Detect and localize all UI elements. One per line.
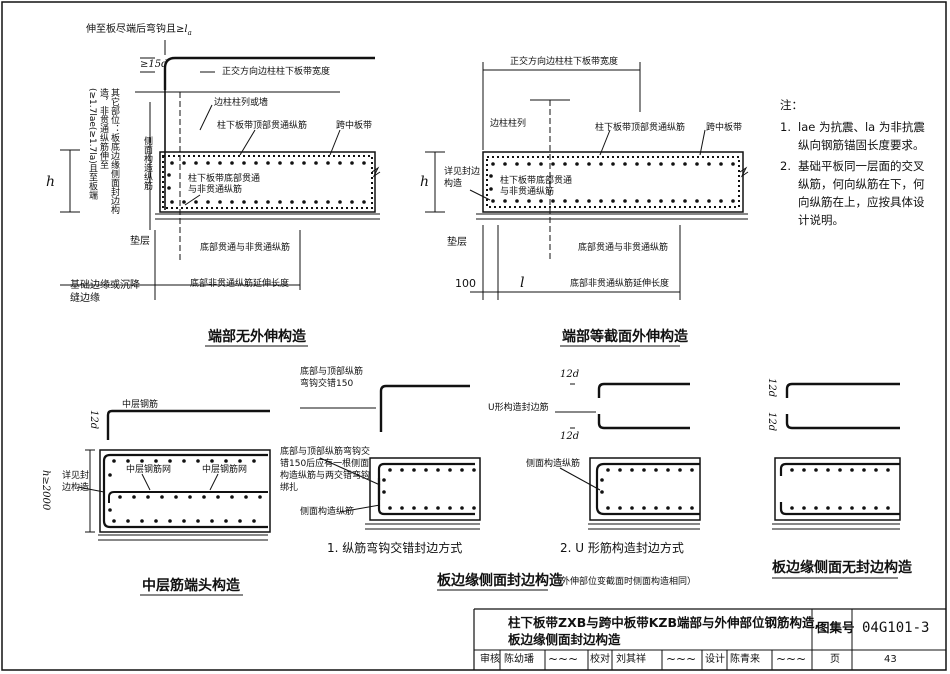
- label-hook-note: 底部与顶部纵筋弯钩交错150后应有一根侧面构造纵筋与两交错弯钩绑扎: [280, 447, 371, 493]
- label-foundation-edge: 基础边缘或沉降缝边缘: [70, 280, 140, 304]
- dim-15d: ≥15d: [140, 59, 168, 70]
- label-bottom-ext: 底部贯通与非贯通纵筋: [578, 243, 669, 253]
- check-label: 校对: [590, 654, 610, 665]
- diagram1-rebar: [60, 40, 381, 300]
- caption-diagram5: 2. U 形筋构造封边方式: [560, 541, 684, 555]
- vertical-note: 其它部位：板底边缘侧面封边构造，非贯通纵筋伸至(≥1.7lae(≥1.7la)且…: [87, 88, 119, 214]
- caption-diagram4: 1. 纵筋弯钩交错封边方式: [327, 541, 463, 555]
- label-cushion: 垫层: [447, 237, 467, 248]
- label-h: h: [46, 174, 56, 190]
- design-signature: ~~~: [776, 652, 807, 666]
- label-nonthrough-ext: 底部非贯通纵筋延伸长度: [570, 279, 670, 289]
- atlas-label: 图集号: [817, 620, 855, 635]
- label-mid-bar: 中层钢筋: [122, 400, 159, 410]
- review-signature: ~~~: [548, 652, 579, 666]
- caption-diagram2: 端部等截面外伸构造: [562, 329, 688, 345]
- title-block: 柱下板带ZXB与跨中板带KZB端部与外伸部位钢筋构造, 板边缘侧面封边构造 图集…: [474, 609, 944, 672]
- label-col-strip-width: 正交方向边柱柱下板带宽度: [222, 67, 331, 77]
- review-label: 审核: [480, 654, 500, 665]
- label-bottom-through: 柱下板带底部贯通与非贯通纵筋: [500, 176, 573, 197]
- dim-12d-top: 12d: [766, 378, 777, 398]
- label-mid-mesh-1: 中层钢筋网: [126, 465, 172, 475]
- title-line1: 柱下板带ZXB与跨中板带KZB端部与外伸部位钢筋构造,: [508, 615, 820, 630]
- page-label: 页: [830, 654, 840, 665]
- dim-12d-top: 12d: [560, 369, 580, 380]
- label-nonthrough-ext: 底部非贯通纵筋延伸长度: [190, 279, 290, 289]
- label-side-bar: 侧面构造纵筋: [142, 136, 152, 190]
- caption-diagram3: 中层筋端头构造: [142, 578, 240, 594]
- group-caption: 板边缘侧面封边构造: [437, 573, 563, 589]
- dim-l: l: [520, 275, 525, 291]
- dim-12d: 12d: [88, 410, 99, 430]
- label-edge-col: 边柱柱列: [490, 119, 527, 129]
- label-see-edge: 详见封边构造: [62, 471, 90, 493]
- diagram4-rebar: [300, 384, 481, 530]
- label-bottom-ext: 底部贯通与非贯通纵筋: [200, 243, 291, 253]
- label-mid-strip: 跨中板带: [336, 121, 373, 131]
- note-item: 1.lae 为抗震、la 为非抗震纵向钢筋锚固长度要求。: [780, 120, 925, 152]
- caption-diagram1: 端部无外伸构造: [208, 329, 306, 345]
- page-no: 43: [884, 654, 897, 665]
- label-col-strip-width: 正交方向边柱柱下板带宽度: [510, 57, 619, 67]
- design-name: 陈青来: [730, 654, 760, 665]
- notes-title: 注：: [780, 98, 803, 112]
- label-side-bar: 侧面构造纵筋: [526, 459, 581, 469]
- label-extend: 伸至板尽端后弯钩且≥la: [86, 24, 192, 37]
- caption-diagram6: 板边缘侧面无封边构造: [772, 560, 912, 576]
- label-cushion: 垫层: [130, 236, 150, 247]
- design-label: 设计: [705, 654, 725, 665]
- diagram5-rebar: [555, 382, 701, 530]
- diagram2-rebar: [425, 62, 749, 300]
- group-caption-note: （外伸部位变截面时侧面构造相同）: [552, 577, 697, 587]
- dim-12d-bot: 12d: [766, 412, 777, 432]
- note-item: 2.基础平板同一层面的交叉纵筋，何向纵筋在下，何向纵筋在上，应按具体设计说明。: [780, 159, 925, 227]
- label-bottom-through: 柱下板带底部贯通与非贯通纵筋: [188, 174, 261, 195]
- label-mid-strip: 跨中板带: [706, 123, 743, 133]
- label-h: h: [420, 174, 430, 190]
- label-col-strip-top: 柱下板带顶部贯通纵筋: [595, 123, 686, 133]
- label-u-bar: U形构造封边筋: [488, 403, 549, 413]
- label-edge-col-wall: 边柱柱列或墙: [214, 98, 269, 108]
- check-signature: ~~~: [666, 652, 697, 666]
- label-mid-mesh-2: 中层钢筋网: [202, 465, 248, 475]
- atlas-no: 04G101-3: [862, 620, 930, 636]
- review-name: 陈幼璠: [504, 654, 534, 665]
- label-side-bar: 侧面构造纵筋: [300, 507, 355, 517]
- diagram3-rebar: [77, 409, 271, 541]
- dim-12d-bot: 12d: [560, 431, 580, 442]
- dim-100: 100: [455, 277, 476, 290]
- notes: 注： 1.lae 为抗震、la 为非抗震纵向钢筋锚固长度要求。 2.基础平板同一…: [780, 96, 930, 232]
- diagram6-rebar: [772, 382, 901, 530]
- label-see-edge: 详见封边构造: [444, 167, 481, 189]
- check-name: 刘其祥: [616, 654, 646, 665]
- title-line2: 板边缘侧面封边构造: [508, 632, 621, 647]
- dim-h: h≥2000: [40, 470, 51, 511]
- label-col-strip-top: 柱下板带顶部贯通纵筋: [217, 121, 308, 131]
- label-hook-lap: 底部与顶部纵筋弯钩交错150: [300, 367, 364, 389]
